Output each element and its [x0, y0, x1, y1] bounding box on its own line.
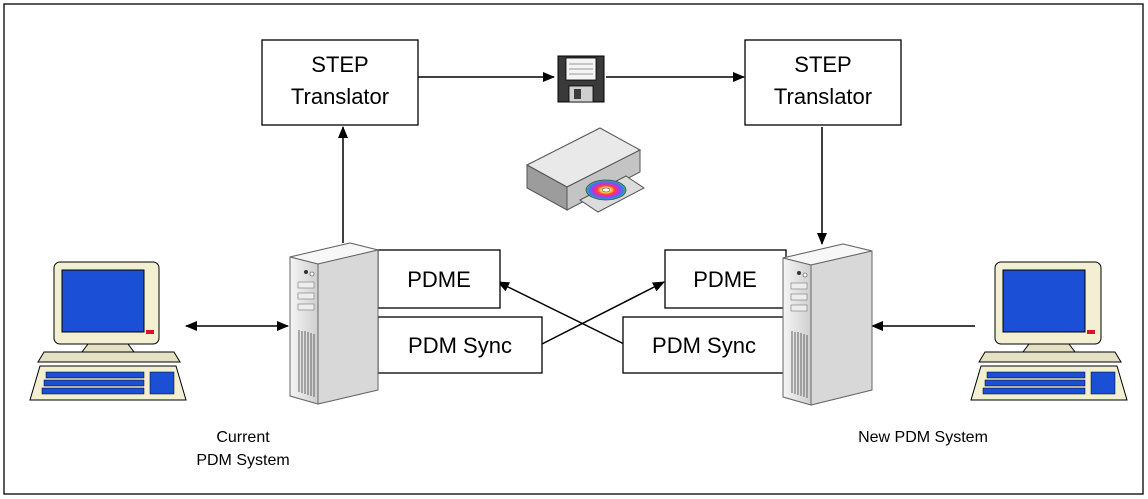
diagram-border	[3, 3, 1144, 495]
floppy-disk-icon	[557, 55, 605, 103]
caption-current-line1: Current	[216, 429, 270, 446]
caption-new-pdm-system: New PDM System	[858, 429, 988, 446]
connections	[185, 72, 975, 345]
arrow-sync-right-to-pdme-left	[497, 281, 625, 345]
step-translator-right: STEP Translator	[744, 39, 902, 126]
step-translator-right-line2: Translator	[774, 84, 872, 109]
computer-icon	[970, 261, 1128, 401]
pdm-sync-left-label: PDM Sync	[408, 333, 512, 358]
server-tower-icon	[782, 243, 873, 406]
pdme-right-label: PDME	[693, 267, 757, 292]
cd-drive-icon	[525, 127, 645, 213]
server-tower-icon	[289, 242, 379, 405]
pdm-sync-right-label: PDM Sync	[652, 333, 756, 358]
step-translator-left-line2: Translator	[291, 84, 389, 109]
pdm-sync-left: PDM Sync	[377, 316, 543, 374]
step-translator-left-line1: STEP	[311, 52, 368, 77]
step-translator-left: STEP Translator	[261, 39, 419, 126]
arrow-sync-left-to-pdme-right	[541, 281, 665, 345]
caption-current-line2: PDM System	[196, 452, 289, 469]
pdm-sync-right: PDM Sync	[622, 316, 787, 374]
pdme-left: PDME	[377, 249, 501, 309]
pdme-right: PDME	[664, 249, 787, 309]
pdme-left-label: PDME	[407, 267, 471, 292]
computer-icon	[29, 261, 187, 401]
step-translator-right-line1: STEP	[794, 52, 851, 77]
